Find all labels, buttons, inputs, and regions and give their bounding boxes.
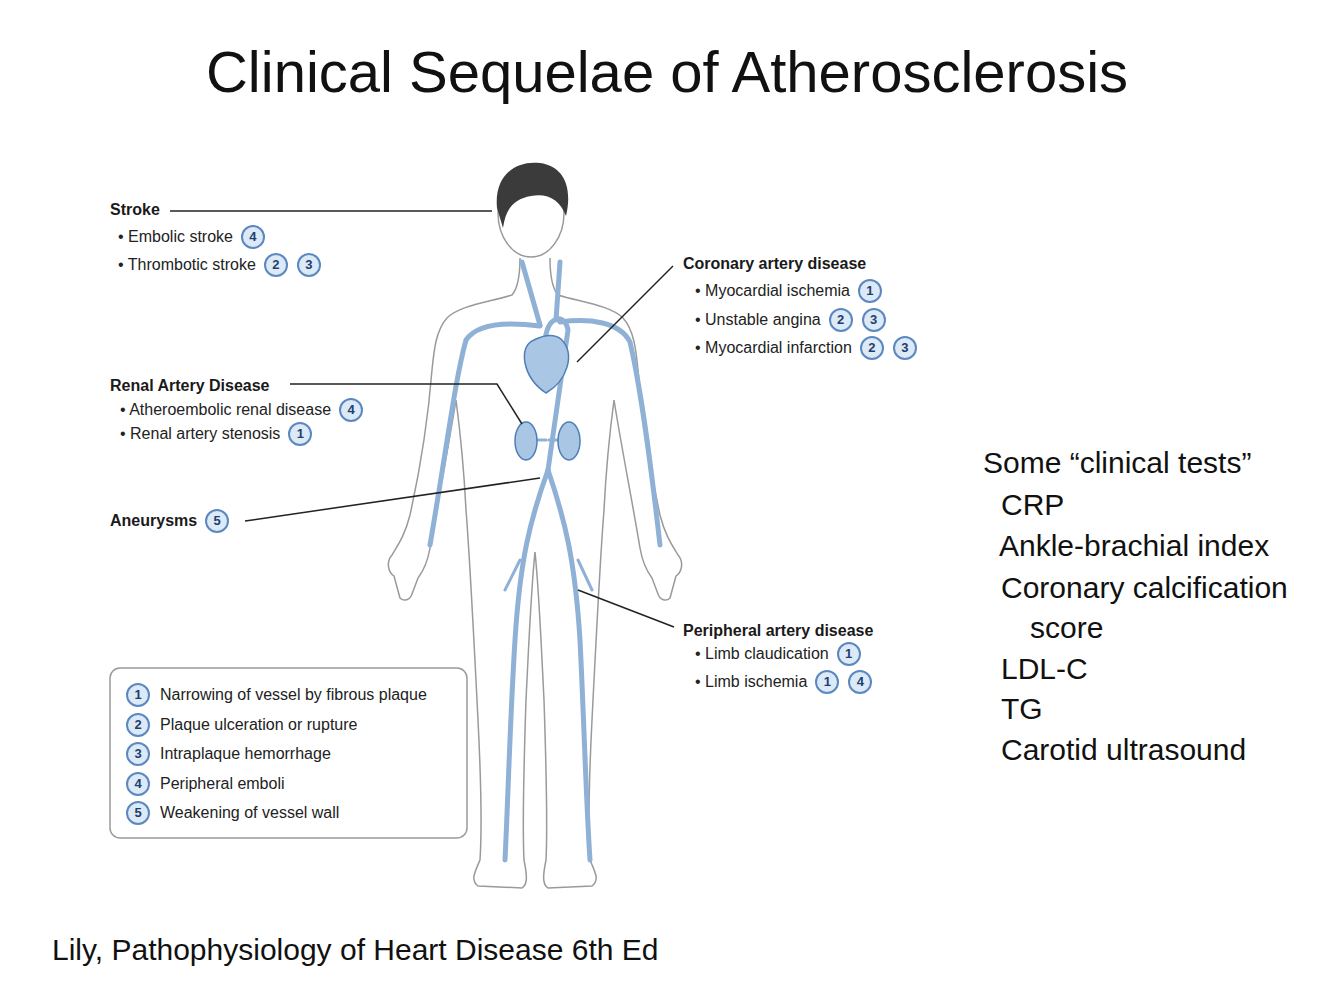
- callout-number: 4: [848, 670, 872, 694]
- callout-number: 3: [862, 308, 886, 332]
- clinical-test: TG: [1001, 689, 1043, 729]
- callout-number: 4: [339, 398, 363, 422]
- kidney: [558, 422, 580, 460]
- clinical-test: Some “clinical tests”: [983, 443, 1251, 483]
- clinical-test: Carotid ultrasound: [1001, 730, 1246, 770]
- legend-text: Intraplaque hemorrhage: [160, 744, 331, 764]
- callout-number: 1: [815, 670, 839, 694]
- legend-text: Narrowing of vessel by fibrous plaque: [160, 685, 427, 705]
- clinical-test: LDL-C: [1001, 649, 1088, 689]
- callout-number: 3: [893, 336, 917, 360]
- legend-text: Peripheral emboli: [160, 774, 285, 794]
- group-heading: Stroke: [110, 200, 160, 220]
- group-heading: Peripheral artery disease: [683, 621, 873, 641]
- heart: [524, 336, 568, 393]
- sequela-item: • Myocardial infarction: [695, 338, 852, 358]
- callout-number: 3: [297, 253, 321, 277]
- callout-number: 4: [126, 772, 150, 796]
- legend-text: Plaque ulceration or rupture: [160, 715, 357, 735]
- caption: Lily, Pathophysiology of Heart Disease 6…: [52, 930, 658, 970]
- sequela-item: • Embolic stroke: [118, 227, 233, 247]
- sequela-item: • Thrombotic stroke: [118, 255, 256, 275]
- clinical-test: Coronary calcification score: [1001, 568, 1311, 648]
- sequela-item: • Myocardial ischemia: [695, 281, 850, 301]
- callout-number: 2: [126, 713, 150, 737]
- legend-frame: [110, 668, 467, 838]
- callout-number: 1: [837, 642, 861, 666]
- callout-number: 1: [858, 279, 882, 303]
- sequela-item: • Limb ischemia: [695, 672, 807, 692]
- callout-number: 2: [829, 308, 853, 332]
- callout-number: 2: [860, 336, 884, 360]
- callout-number: 4: [241, 225, 265, 249]
- callout-number: 1: [288, 422, 312, 446]
- callout-number: 5: [126, 801, 150, 825]
- group-heading: Coronary artery disease: [683, 254, 866, 274]
- callout-number: 1: [126, 683, 150, 707]
- title: Clinical Sequelae of Atherosclerosis: [0, 38, 1334, 106]
- callout-number: 3: [126, 742, 150, 766]
- group-heading: Aneurysms: [110, 511, 197, 531]
- sequela-item: • Renal artery stenosis: [120, 424, 280, 444]
- kidney: [515, 422, 537, 460]
- sequela-item: • Limb claudication: [695, 644, 829, 664]
- clinical-test: Ankle-brachial index: [999, 526, 1269, 566]
- leader-lines: [170, 211, 674, 627]
- sequela-item: • Atheroembolic renal disease: [120, 400, 331, 420]
- group-heading: Renal Artery Disease: [110, 376, 270, 396]
- legend-text: Weakening of vessel wall: [160, 803, 339, 823]
- callout-number: 5: [205, 509, 229, 533]
- sequela-item: • Unstable angina: [695, 310, 821, 330]
- hair: [497, 163, 568, 228]
- clinical-test: CRP: [1001, 485, 1064, 525]
- callout-number: 2: [264, 253, 288, 277]
